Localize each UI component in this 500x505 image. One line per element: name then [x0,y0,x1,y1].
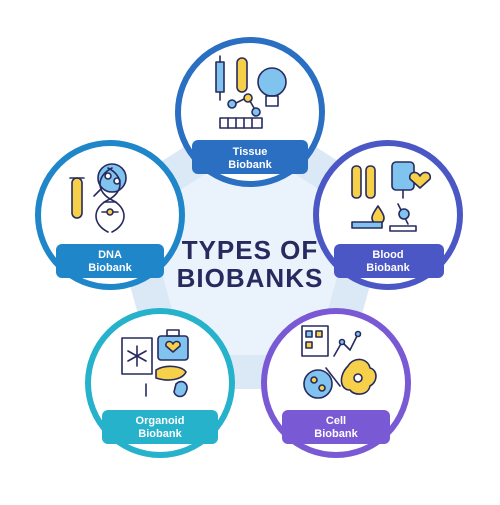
tissue-lab-icon [215,55,287,129]
node-label-line2: Biobank [366,262,410,274]
node-tissue[interactable]: Tissue Biobank [175,37,325,187]
svg-text:Biobank: Biobank [228,159,272,171]
node-label-line2: Biobank [88,262,132,274]
cell-microscopy-icon [301,325,377,399]
title-line2: BIOBANKS [176,263,324,293]
node-blood[interactable]: Blood Biobank [313,140,463,290]
label-pill [56,244,164,278]
label-pill [102,410,218,444]
node-organoid[interactable]: Organoid Biobank [85,308,235,458]
node-label-line1: DNA [98,249,122,261]
node-dna[interactable]: DNA Biobank [35,140,185,290]
label-pill [192,140,308,174]
svg-text:Blood: Blood [372,249,403,261]
diagram-title: TYPES OF BIOBANKS [150,236,350,292]
node-label-line1: Blood [372,249,403,261]
svg-text:Cell: Cell [326,415,346,427]
organoid-kit-icon [121,329,189,398]
svg-text:Organoid: Organoid [136,415,185,427]
node-label-line1: Tissue [233,146,268,158]
svg-text:Biobank: Biobank [314,428,358,440]
node-label-line2: Biobank [314,428,358,440]
blood-tubes-icon [351,161,432,232]
label-pill [282,410,390,444]
svg-text:Biobank: Biobank [88,262,132,274]
node-label-line2: Biobank [228,159,272,171]
node-label-line1: Cell [326,415,346,427]
svg-text:Tissue: Tissue [233,146,268,158]
node-label-line1: Organoid [136,415,185,427]
title-line1: TYPES OF [181,235,319,265]
svg-text:DNA: DNA [98,249,122,261]
node-cell[interactable]: Cell Biobank [261,308,411,458]
svg-text:Biobank: Biobank [366,262,410,274]
dna-helix-icon [69,163,127,233]
node-label-line2: Biobank [138,428,182,440]
svg-text:Biobank: Biobank [138,428,182,440]
label-pill [334,244,444,278]
